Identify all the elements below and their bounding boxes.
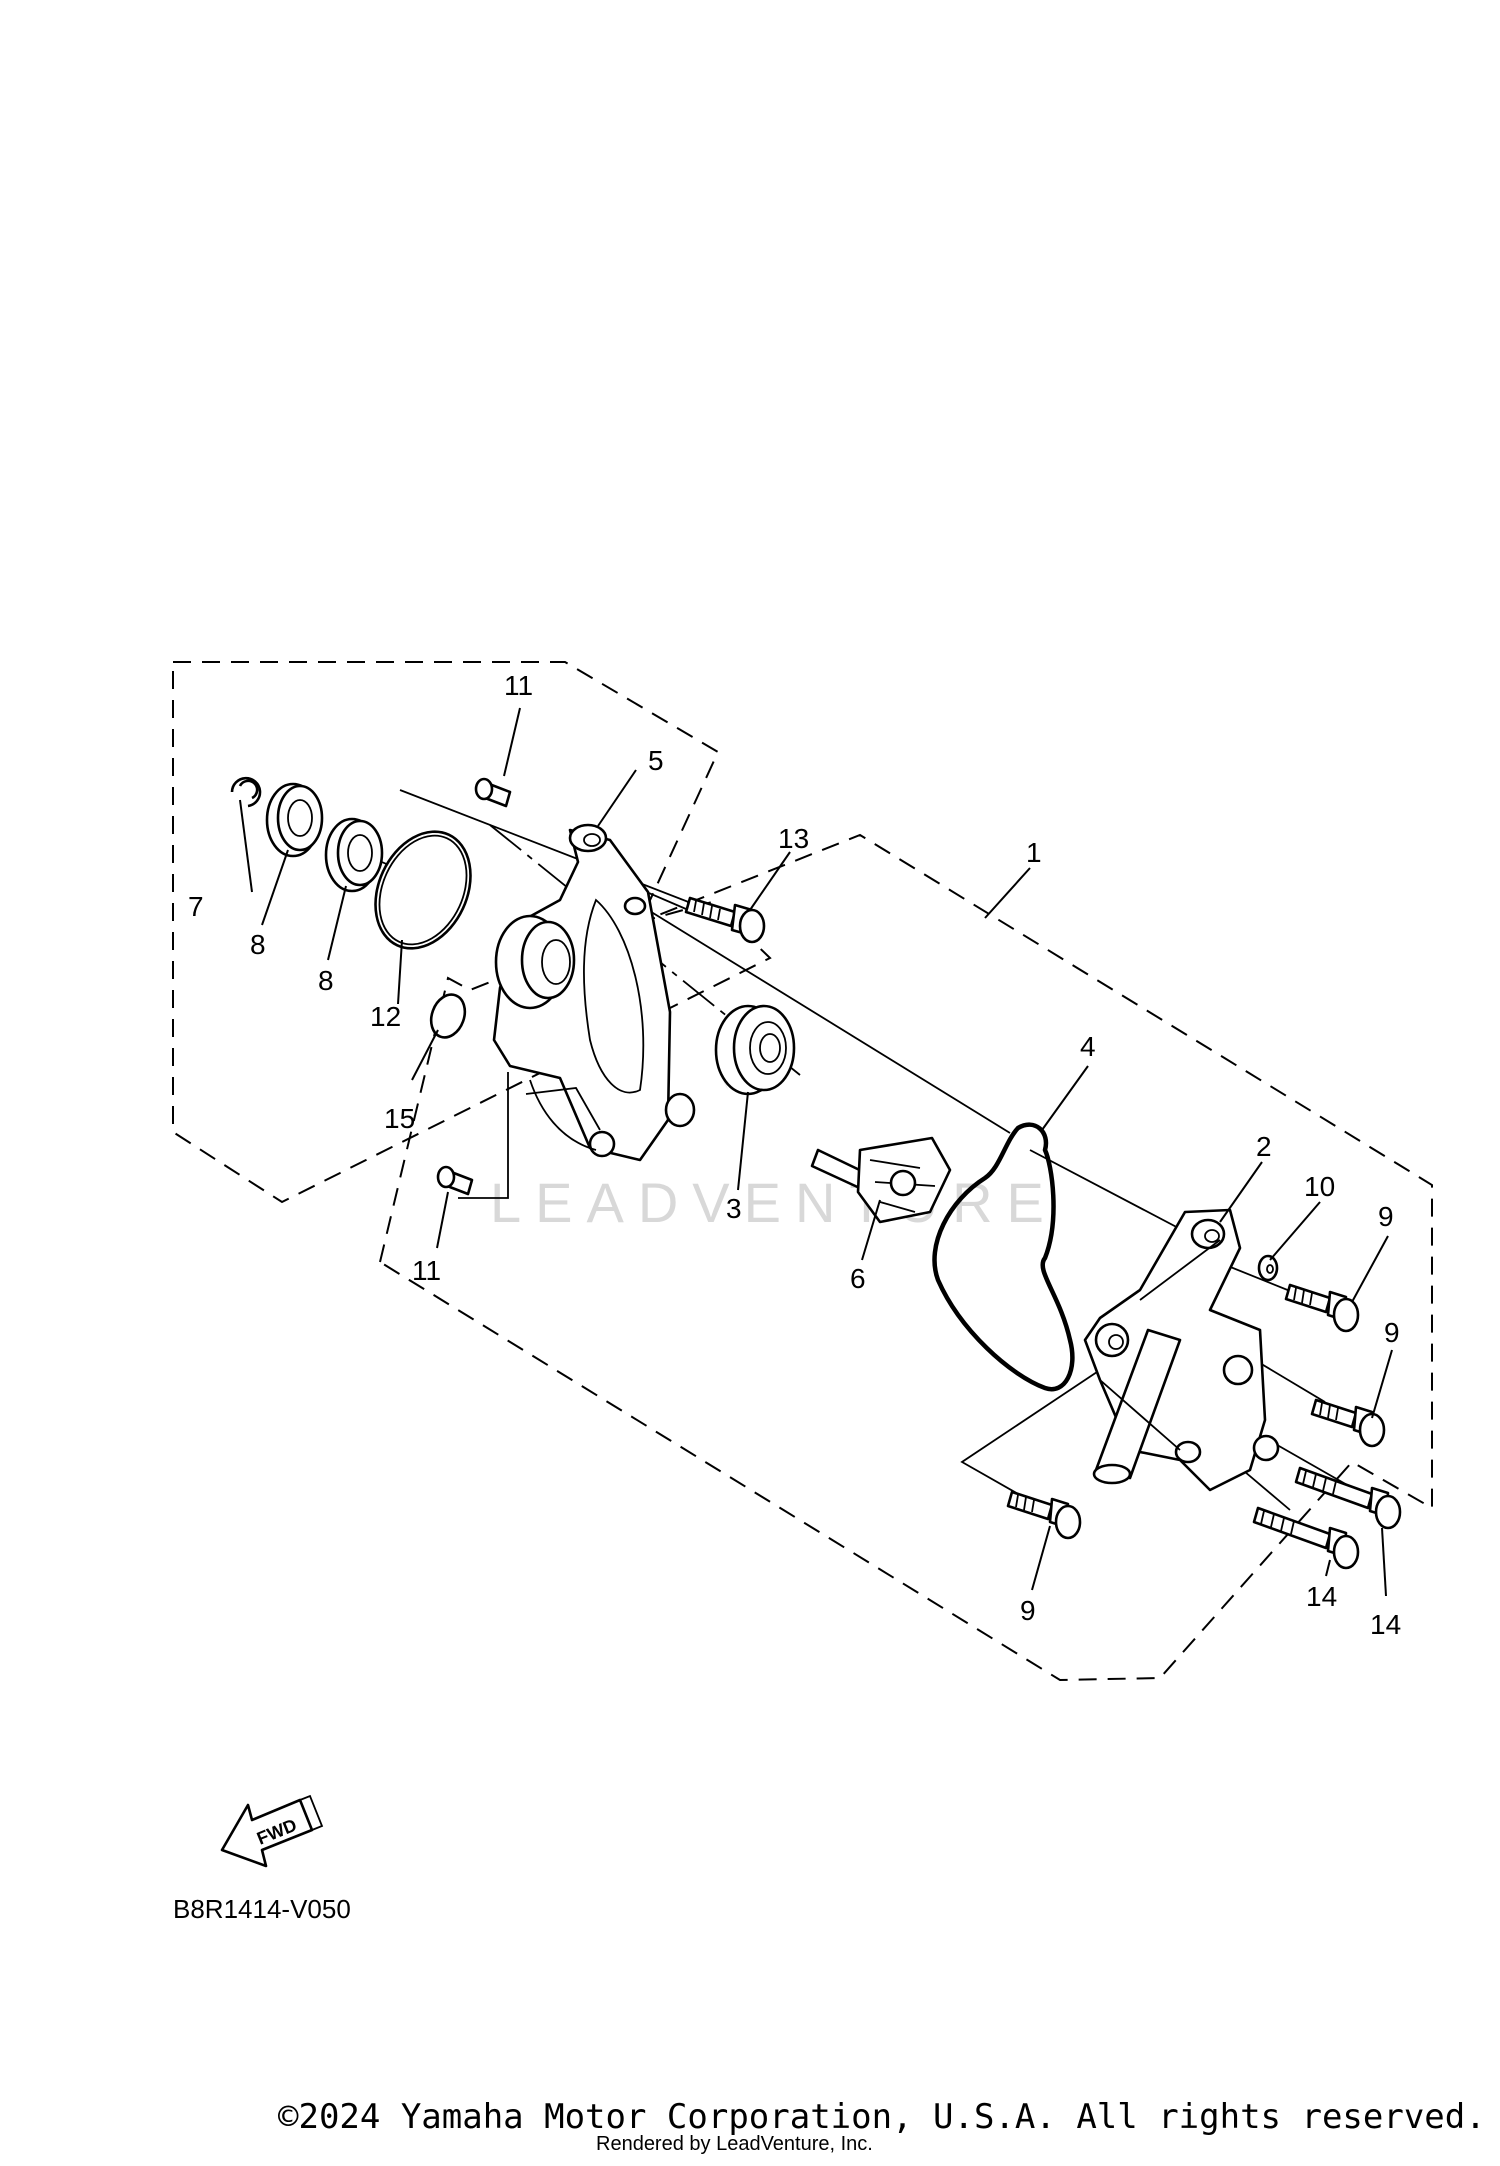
pump-cover-part [1083,1208,1280,1492]
callout-14-left: 14 [1306,1581,1337,1612]
long-bolt-part-a [1294,1466,1402,1530]
callout-12: 12 [370,1001,401,1032]
copyright-notice: ©2024 Yamaha Motor Corporation, U.S.A. A… [278,2097,1486,2137]
callout-11-bottom: 11 [412,1255,441,1286]
group-boundary-left [172,661,772,1204]
callout-9-bottom: 9 [1020,1595,1036,1626]
gasket-part [932,1122,1075,1392]
watermark-text: LEADVENTURE [490,1171,1058,1234]
callout-9-middle: 9 [1384,1317,1400,1348]
callout-6: 6 [850,1263,866,1294]
callout-8-right: 8 [318,965,334,996]
callout-8-left: 8 [250,929,266,960]
o-ring-large-part [374,830,472,950]
housing-bolt-part [684,896,766,944]
callout-15: 15 [384,1103,415,1134]
callout-1: 1 [1026,837,1042,868]
cover-bolt-part-a [1284,1283,1360,1333]
dowel-pin-part-b [436,1165,474,1196]
long-bolt-part-b [1252,1506,1360,1570]
circlip-part [230,776,262,808]
callout-5: 5 [648,745,664,776]
leader-lines [239,707,1393,1597]
callout-7: 7 [188,891,204,922]
callout-2: 2 [1256,1131,1272,1162]
bearing-part-a [265,782,324,858]
dowel-pin-part-a [474,777,512,808]
diagram-code: B8R1414-V050 [173,1894,351,1924]
callout-13: 13 [778,823,809,854]
watermark: LEADVENTURE [490,1010,1058,1234]
callout-4: 4 [1080,1031,1096,1062]
washer-part [1257,1254,1279,1282]
bearing-part-b [324,817,384,893]
callout-14-right: 14 [1370,1609,1401,1640]
pump-housing-part [492,823,696,1162]
cover-bolt-part-b [1310,1398,1386,1448]
callout-9-top: 9 [1378,1201,1394,1232]
callout-11-top: 11 [504,670,533,701]
group-boundary-right [378,833,1433,1682]
oil-seal-part [714,1004,796,1096]
callout-10: 10 [1304,1171,1335,1202]
impeller-part [810,1136,952,1224]
o-ring-small-part [429,993,467,1039]
rendered-by-notice: Rendered by LeadVenture, Inc. [596,2133,873,2155]
fwd-arrow-icon: FWD [220,1794,324,1868]
cover-bolt-part-c [1006,1490,1082,1540]
callout-3: 3 [726,1193,742,1224]
